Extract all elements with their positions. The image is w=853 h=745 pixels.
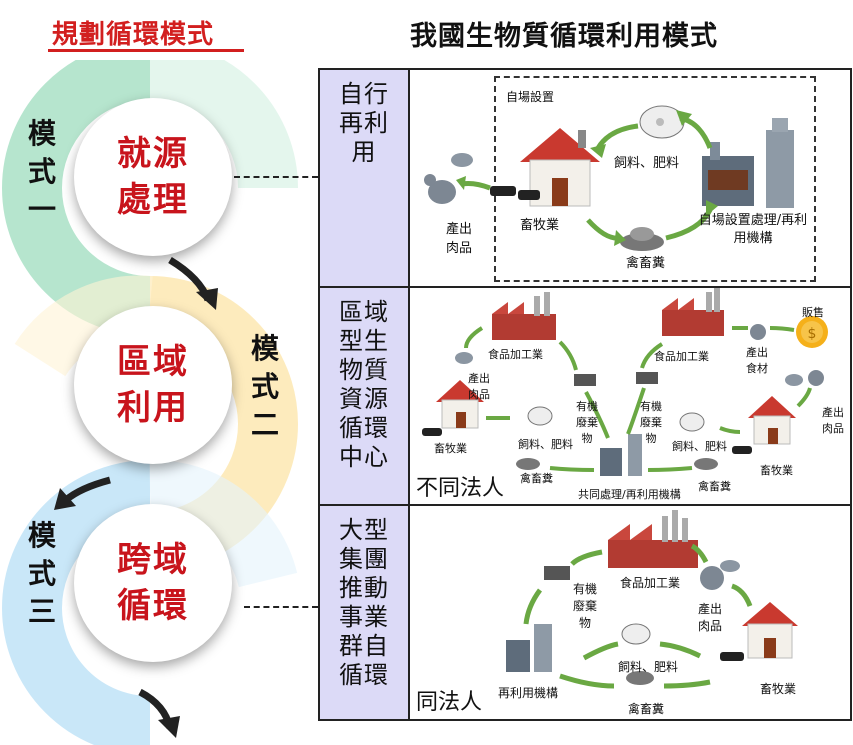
mode-three-label: 模式三 — [27, 519, 56, 628]
house-icon — [436, 380, 484, 429]
arrow-icon — [196, 288, 218, 310]
row3-tag: 同法人 — [416, 690, 483, 715]
left-title-underline — [48, 49, 244, 52]
row2-manure-a: 禽畜糞 — [520, 472, 553, 485]
row3-food: 食品加工業 — [620, 576, 681, 590]
row2-organic-a: 有機廢棄物 — [576, 400, 598, 445]
row2-manure-b: 禽畜糞 — [698, 480, 731, 493]
feed-bag-icon — [639, 105, 685, 139]
livestock-icon — [732, 446, 752, 454]
mode-two-name-line1: 區域 — [117, 342, 189, 382]
mode-two-circle: 區域 利用 — [74, 306, 232, 464]
meat-icon — [451, 153, 473, 167]
right-title: 我國生物質循環利用模式 — [410, 21, 718, 52]
meat-icon — [455, 352, 473, 364]
row2-feed-a: 飼料、肥料 — [518, 438, 573, 451]
house-icon — [520, 128, 600, 207]
row-three-label-cell: 大型集團推動事業群自循環 — [318, 504, 410, 721]
row-two-graphics: $ — [422, 288, 828, 476]
row3-livestock: 畜牧業 — [760, 682, 797, 696]
row1-output-label: 產出肉品 — [445, 222, 472, 256]
row3-organic: 有機廢棄物 — [572, 582, 597, 630]
cart-icon — [636, 372, 658, 384]
mode-three-name-line2: 循環 — [117, 586, 189, 626]
row1-manure-label: 禽畜糞 — [626, 256, 666, 271]
row2-shared-facility: 共同處理/再利用機構 — [578, 488, 681, 501]
row1-facility-label: 自場設置處理/再利用機構 — [698, 213, 808, 246]
mode-three-connector — [244, 606, 318, 608]
factory-icon — [662, 288, 724, 336]
row2-meat-a: 產出肉品 — [468, 372, 490, 401]
chicken-icon — [750, 324, 766, 340]
manure-pile-icon — [620, 227, 664, 251]
cart-icon — [544, 566, 570, 580]
row-one-label: 自行再利用 — [339, 80, 389, 166]
processing-facility-icon — [506, 624, 552, 672]
arrow-icon — [158, 716, 180, 738]
cycle-arrows — [523, 543, 753, 689]
livestock-icon — [422, 428, 442, 436]
processing-facility-icon — [702, 118, 794, 208]
row3-manure: 禽畜糞 — [628, 702, 665, 716]
mode-two-label: 模式二 — [250, 332, 279, 441]
row2-food-out: 產出食材 — [746, 346, 768, 375]
mode-three-name-line1: 跨域 — [117, 540, 189, 580]
mode-two-name-line2: 利用 — [117, 388, 189, 428]
row2-organic-b: 有機廢棄物 — [640, 400, 662, 445]
row3-meat: 產出肉品 — [697, 602, 722, 633]
on-site-dashed-frame — [494, 76, 816, 282]
manure-pile-icon — [626, 671, 654, 685]
manure-pile-icon — [694, 458, 718, 470]
cycle-arrows — [464, 326, 812, 472]
row-three-graphics — [506, 510, 798, 689]
manure-pile-icon — [516, 458, 540, 470]
feed-bag-icon — [527, 406, 553, 426]
mode-one-label: 模式一 — [27, 117, 56, 226]
row3-feed: 飼料、肥料 — [618, 660, 679, 674]
row1-livestock-label: 畜牧業 — [520, 218, 560, 233]
row2-livestock-a: 畜牧業 — [434, 442, 467, 455]
coin-icon: $ — [796, 316, 828, 348]
factory-icon — [492, 292, 556, 340]
row-one-graphics — [424, 105, 794, 251]
row2-sale: 販售 — [802, 306, 824, 319]
row-two-label: 區域型生物質資源循環中心 — [339, 298, 389, 471]
mode-one-circle: 就源 處理 — [74, 98, 232, 256]
row-three-label: 大型集團推動事業群自循環 — [339, 516, 389, 689]
row-one-label-cell: 自行再利用 — [318, 68, 410, 288]
cart-icon — [574, 374, 596, 386]
on-site-label: 自場設置 — [506, 90, 555, 104]
mode-arc-background — [2, 60, 298, 745]
row2-food-a: 食品加工業 — [488, 348, 543, 361]
row2-feed-b: 飼料、肥料 — [672, 440, 727, 453]
row2-meat-b: 產出肉品 — [822, 406, 844, 435]
livestock-icon — [490, 186, 540, 200]
row-two-label-cell: 區域型生物質資源循環中心 — [318, 286, 410, 506]
feed-bag-icon — [679, 412, 705, 432]
chicken-icon — [700, 566, 724, 590]
mode-one-name-line1: 就源 — [117, 134, 189, 174]
house-icon — [748, 396, 796, 445]
meat-icon — [720, 560, 740, 572]
row2-livestock-b: 畜牧業 — [760, 464, 793, 477]
chicken-icon — [424, 174, 456, 204]
feed-bag-icon — [621, 623, 651, 645]
mode-three-circle: 跨域 循環 — [74, 504, 232, 662]
chicken-icon — [808, 370, 824, 386]
meat-icon — [785, 374, 803, 386]
row2-tag: 不同法人 — [416, 476, 505, 501]
row3-reuse: 再利用機構 — [498, 686, 559, 700]
processing-facility-icon — [600, 434, 642, 476]
row2-food-b: 食品加工業 — [654, 350, 709, 363]
row1-feed-label: 飼料、肥料 — [614, 156, 680, 171]
livestock-icon — [720, 652, 744, 661]
mode-one-connector — [234, 176, 318, 178]
house-icon — [742, 602, 798, 659]
mode-one-name-line2: 處理 — [117, 180, 189, 220]
factory-icon — [608, 510, 698, 568]
arrow-icon — [54, 488, 76, 510]
svg-text:$: $ — [808, 326, 817, 342]
left-title: 規劃循環模式 — [52, 20, 215, 50]
